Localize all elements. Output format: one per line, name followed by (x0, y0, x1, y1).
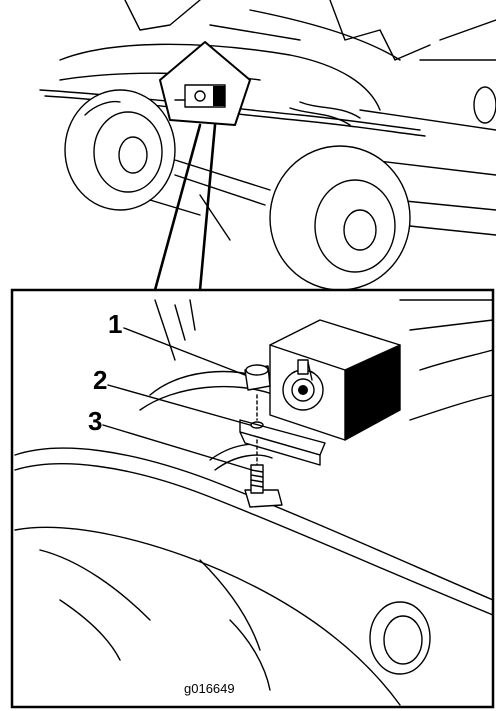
leader-line-2 (107, 384, 251, 426)
callout-3: 3 (88, 406, 102, 436)
callout-1: 1 (108, 309, 122, 339)
power-socket-assembly (239, 319, 401, 466)
zoom-line-right (198, 123, 217, 292)
leader-line-3 (102, 424, 253, 471)
hardware (244, 364, 271, 494)
mower-overview (39, 0, 496, 291)
detail-location-marker (159, 41, 251, 126)
zoom-line-left (153, 123, 202, 292)
figure-id: g016649 (184, 681, 235, 696)
callout-2: 2 (93, 365, 107, 395)
leader-line-1 (123, 327, 246, 376)
